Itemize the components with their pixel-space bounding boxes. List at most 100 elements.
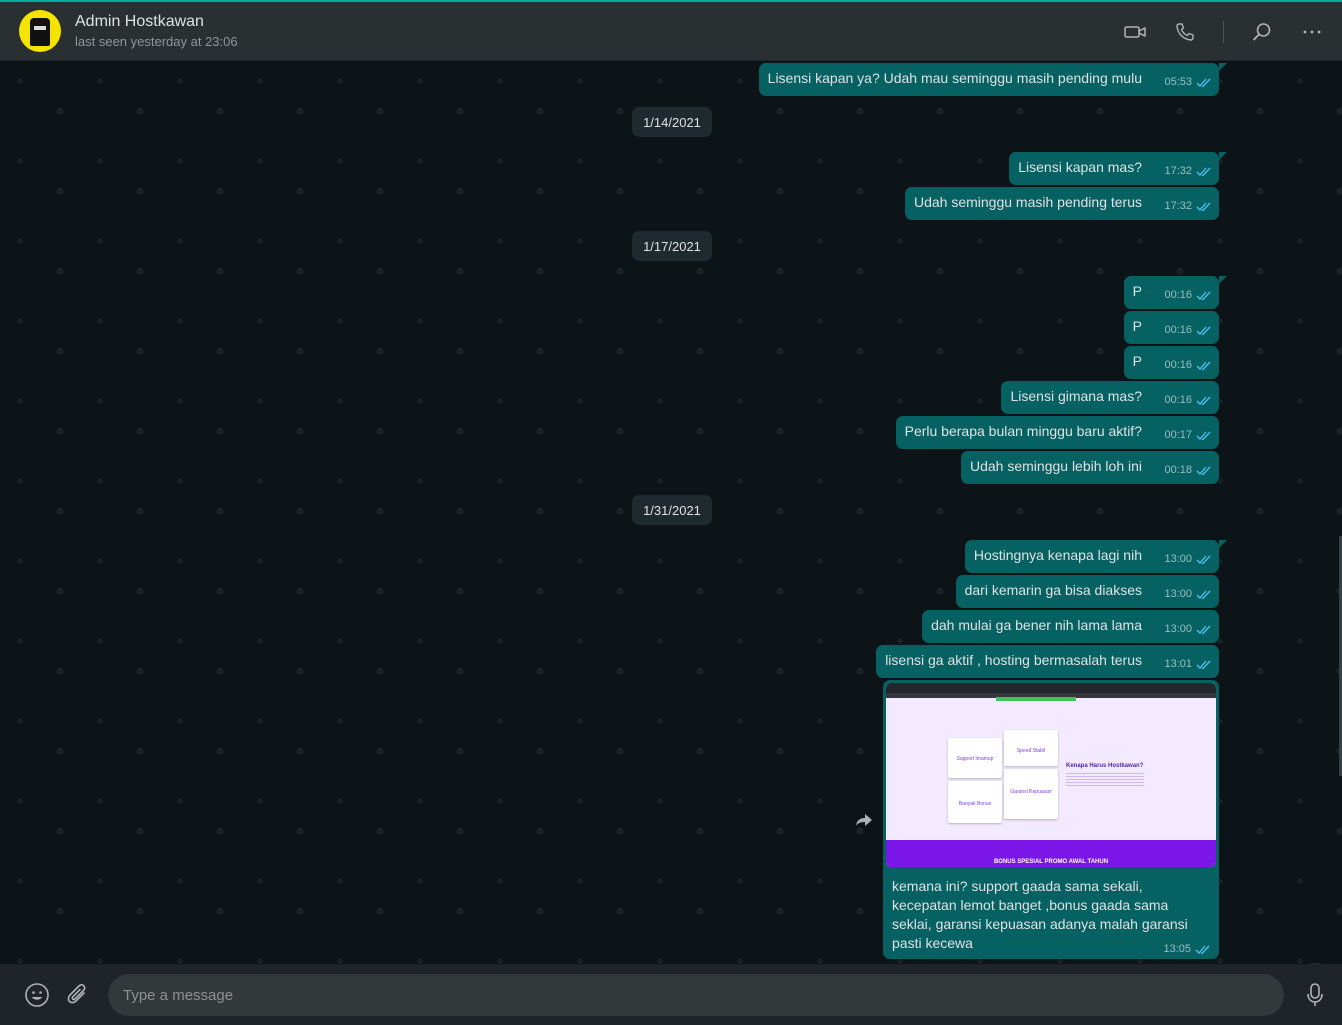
message-text: Lisensi gimana mas? [1010,388,1142,404]
chat-header[interactable]: Admin Hostkawan last seen yesterday at 2… [0,2,1342,61]
message-time: 13:00 [1164,588,1192,600]
outgoing-message[interactable]: Lisensi gimana mas? 00:16 [1001,381,1219,414]
message-input[interactable] [108,974,1284,1016]
double-check-icon [1196,325,1212,336]
voice-call-icon[interactable] [1173,20,1197,44]
message-time: 17:32 [1164,165,1192,177]
message-time: 00:16 [1164,324,1192,336]
message-text: lisensi ga aktif , hosting bermasalah te… [885,652,1142,668]
message-text: Perlu berapa bulan minggu baru aktif? [904,423,1142,439]
message-meta: 00:16 [1164,321,1212,340]
outgoing-message[interactable]: Hostingnya kenapa lagi nih 13:00 [964,540,1228,573]
message-meta: 13:05 [1163,943,1211,955]
double-check-icon [1195,944,1211,955]
outgoing-message[interactable]: Udah seminggu masih pending terus 17:32 [904,187,1219,220]
outgoing-message[interactable]: Perlu berapa bulan minggu baru aktif? 00… [895,416,1219,449]
contact-name[interactable]: Admin Hostkawan [75,12,204,30]
double-check-icon [1196,430,1212,441]
screenshot-feature-card: Garansi Kepuasan [1004,769,1058,819]
contact-avatar[interactable] [19,10,61,52]
outgoing-message[interactable]: P 00:16 [1123,276,1228,309]
message-meta: 05:53 [1164,73,1212,92]
emoji-icon[interactable] [22,980,52,1010]
message-text: dari kemarin ga bisa diakses [964,582,1142,598]
forward-icon[interactable] [853,809,875,831]
date-separator: 1/14/2021 [632,107,712,137]
double-check-icon [1196,77,1212,88]
message-time: 00:16 [1164,289,1192,301]
screenshot-accent-strip [996,697,1076,701]
outgoing-message[interactable]: Lisensi kapan ya? Udah mau seminggu masi… [758,63,1228,96]
menu-icon[interactable] [1300,20,1324,44]
screenshot-feature-card: Speed Stabil [1004,730,1058,766]
double-check-icon [1196,659,1212,670]
message-text: Udah seminggu masih pending terus [913,194,1142,210]
outgoing-message[interactable]: lisensi ga aktif , hosting bermasalah te… [876,645,1219,678]
search-icon[interactable] [1250,20,1274,44]
message-meta: 17:32 [1164,197,1212,216]
message-meta: 13:01 [1164,655,1212,674]
message-time: 13:00 [1164,553,1192,565]
message-meta: 17:32 [1164,162,1212,181]
message-time: 13:00 [1164,623,1192,635]
double-check-icon [1196,360,1212,371]
message-time: 13:01 [1164,658,1192,670]
image-message[interactable]: Support Imamup Speed Stabil Banyak Bonus… [883,680,1219,959]
last-seen-status: last seen yesterday at 23:06 [75,33,238,49]
image-caption: kemana ini? support gaada sama sekali, k… [892,878,1188,951]
screenshot-address-bar [886,693,1216,698]
screenshot-browser-bar [886,683,1216,693]
message-meta: 00:17 [1164,426,1212,445]
contact-info[interactable]: Admin Hostkawan last seen yesterday at 2… [75,12,238,51]
screenshot-promo-text: BONUS SPESIAL PROMO AWAL TAHUN [993,859,1109,865]
double-check-icon [1196,589,1212,600]
screenshot-paragraph [1066,773,1144,787]
outgoing-message[interactable]: P 00:16 [1123,346,1219,379]
screenshot-feature-card: Support Imamup [948,738,1002,778]
double-check-icon [1196,395,1212,406]
double-check-icon [1196,465,1212,476]
double-check-icon [1196,290,1212,301]
screenshot-feature-card: Banyak Bonus [948,781,1002,823]
outgoing-message[interactable]: dah mulai ga bener nih lama lama 13:00 [922,610,1219,643]
outgoing-message[interactable]: Lisensi kapan mas? 17:32 [1009,152,1227,185]
message-time: 00:18 [1164,464,1192,476]
message-meta: 00:16 [1164,391,1212,410]
chat-panel[interactable]: Lisensi kapan ya? Udah mau seminggu masi… [0,61,1342,964]
message-time: 13:05 [1163,943,1191,955]
message-meta: 13:00 [1164,550,1212,569]
double-check-icon [1196,201,1212,212]
message-time: 00:16 [1164,394,1192,406]
message-text: Lisensi kapan ya? Udah mau seminggu masi… [767,70,1142,86]
attach-icon[interactable] [63,980,93,1010]
message-text: dah mulai ga bener nih lama lama [931,617,1142,633]
screenshot-heading: Kenapa Harus Hostkawan? [1066,763,1144,769]
double-check-icon [1196,166,1212,177]
message-text: P [1132,353,1142,369]
video-call-icon[interactable] [1123,20,1147,44]
message-time: 00:16 [1164,359,1192,371]
message-meta: 13:00 [1164,620,1212,639]
microphone-icon[interactable] [1300,980,1330,1010]
double-check-icon [1196,554,1212,565]
message-meta: 13:00 [1164,585,1212,604]
message-time: 00:17 [1164,429,1192,441]
outgoing-message[interactable]: Udah seminggu lebih loh ini 00:18 [961,451,1219,484]
scroll-to-bottom-button[interactable] [1294,963,1336,964]
message-meta: 00:16 [1164,286,1212,305]
header-divider [1223,20,1224,43]
date-separator: 1/17/2021 [632,231,712,261]
screenshot-promo-band [886,840,1216,867]
message-meta: 00:18 [1164,461,1212,480]
outgoing-message[interactable]: P 00:16 [1123,311,1219,344]
message-text: Lisensi kapan mas? [1018,159,1142,175]
scrollbar-thumb[interactable] [1339,536,1342,776]
header-actions [1097,2,1324,61]
double-check-icon [1196,624,1212,635]
message-meta: 00:16 [1164,356,1212,375]
outgoing-message[interactable]: dari kemarin ga bisa diakses 13:00 [955,575,1219,608]
message-text: Udah seminggu lebih loh ini [970,458,1142,474]
attached-screenshot-image[interactable]: Support Imamup Speed Stabil Banyak Bonus… [886,683,1216,867]
date-separator: 1/31/2021 [632,495,712,525]
